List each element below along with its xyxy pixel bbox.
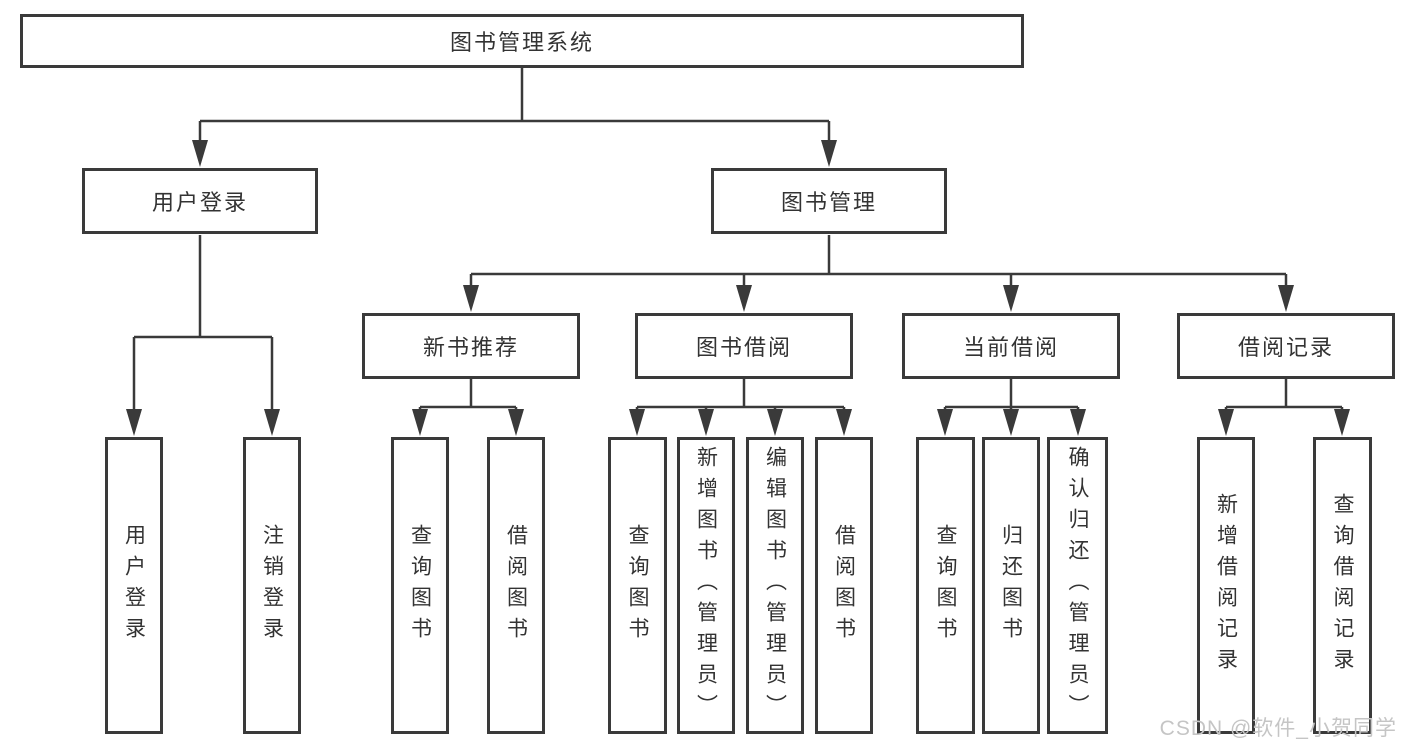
leaf-label: 借阅图书	[504, 523, 528, 648]
leaf-label: 查询图书	[626, 523, 649, 648]
node-label: 图书借阅	[695, 335, 792, 360]
node-label: 用户登录	[151, 190, 248, 215]
node-current-borrowing: 当前借阅	[902, 313, 1120, 379]
leaf-query-books-current: 查询图书	[916, 437, 975, 734]
leaf-label: 借阅图书	[832, 523, 856, 648]
leaf-logout-login: 注销登录	[243, 437, 301, 734]
leaf-label: 查询图书	[934, 523, 957, 648]
node-borrowing-records: 借阅记录	[1177, 313, 1395, 379]
node-book-borrowing: 图书借阅	[635, 313, 853, 379]
node-library-management-system: 图书管理系统	[20, 14, 1024, 68]
leaf-borrow-books-recommend: 借阅图书	[487, 437, 545, 734]
leaf-label: 新增图书（管理员）	[694, 446, 718, 725]
leaf-add-borrow-record: 新增借阅记录	[1197, 437, 1255, 734]
node-user-login: 用户登录	[82, 168, 318, 234]
leaf-label: 确认归还（管理员）	[1066, 446, 1089, 725]
leaf-add-books-admin: 新增图书（管理员）	[677, 437, 735, 734]
arrowheads	[126, 140, 1350, 436]
leaf-label: 编辑图书（管理员）	[763, 446, 787, 725]
node-label: 当前借阅	[962, 335, 1059, 360]
leaf-label: 归还图书	[999, 523, 1023, 648]
node-label: 借阅记录	[1237, 335, 1334, 360]
leaf-return-books: 归还图书	[982, 437, 1040, 734]
leaf-confirm-return-admin: 确认归还（管理员）	[1047, 437, 1108, 734]
leaf-label: 新增借阅记录	[1214, 492, 1238, 679]
leaf-query-borrow-record: 查询借阅记录	[1313, 437, 1372, 734]
leaf-user-login: 用户登录	[105, 437, 163, 734]
node-label: 图书管理系统	[449, 30, 594, 55]
leaf-label: 查询图书	[408, 523, 432, 648]
node-book-management: 图书管理	[711, 168, 947, 234]
watermark: CSDN @软件_小贺同学	[1159, 717, 1397, 740]
node-label: 图书管理	[780, 190, 877, 215]
leaf-label: 注销登录	[260, 523, 284, 648]
leaf-edit-books-admin: 编辑图书（管理员）	[746, 437, 804, 734]
leaf-query-books-borrowing: 查询图书	[608, 437, 667, 734]
leaf-label: 查询借阅记录	[1331, 492, 1354, 679]
leaf-label: 用户登录	[122, 523, 146, 648]
leaf-query-books-recommend: 查询图书	[391, 437, 449, 734]
node-new-book-recommend: 新书推荐	[362, 313, 580, 379]
leaf-borrow-books: 借阅图书	[815, 437, 873, 734]
node-label: 新书推荐	[422, 335, 519, 360]
